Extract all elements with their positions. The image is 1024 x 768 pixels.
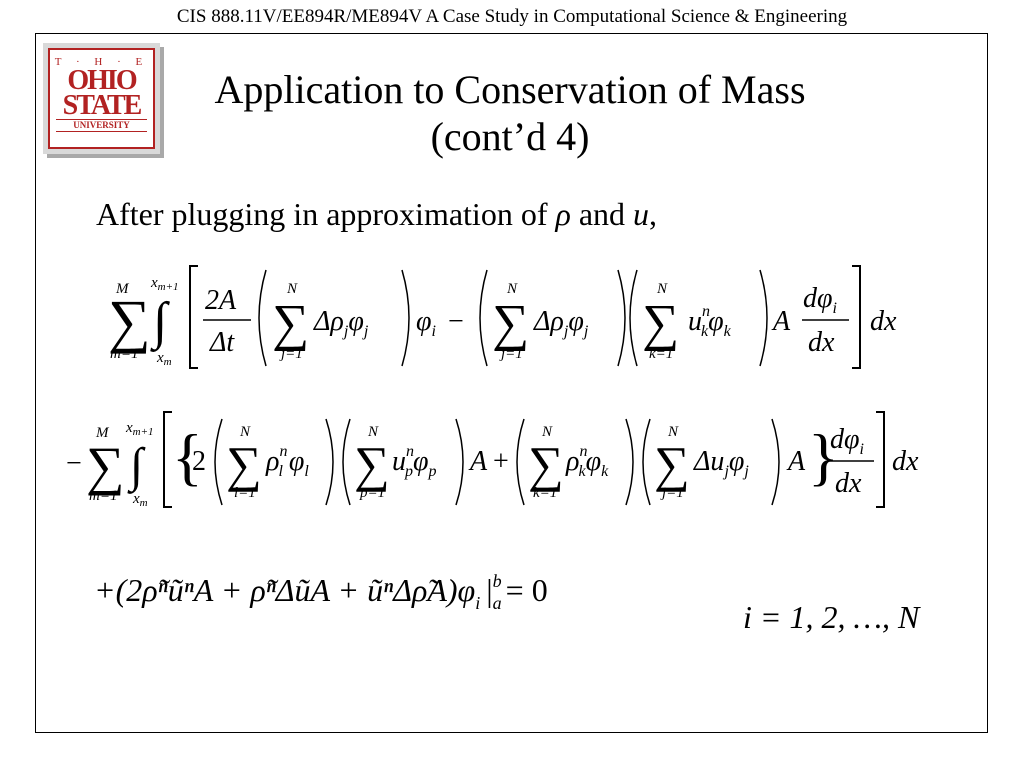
two-A: 2A [205,285,237,316]
sum-lower-m1: m=1 [110,346,138,362]
sum-sign-k: ∑ [528,436,564,492]
paren-close [325,418,334,506]
sum-upper-N: N [367,424,379,440]
intro-u: u [633,196,650,232]
brace-close: } [808,421,839,492]
delta-t: Δt [209,327,235,358]
brace-open: { [172,421,203,492]
paren-close [625,418,634,506]
bracket-left [189,265,198,369]
sum-upper-N: N [667,424,679,440]
integral-sign: ∫ [127,439,146,494]
int-upper: xm+1 [150,275,179,293]
logo-the-text: T · H · E [54,56,149,68]
paren-close [759,269,768,367]
bracket-right [876,411,885,508]
slide-title-line1: Application to Conservation of Mass [214,67,806,112]
int-upper: xm+1 [125,420,154,438]
paren-close [455,418,464,506]
osu-logo-emblem: T · H · E OHIO STATE UNIVERSITY [48,48,155,149]
paren-close [617,269,626,367]
sum-lower-p1: p=1 [359,485,385,501]
sum-sign-j: ∑ [654,436,690,492]
slide-title-line2: (cont’d 4) [430,114,590,159]
sum-sign-l: ∑ [226,436,262,492]
minus-sign: − [448,306,464,337]
intro-and: and [570,196,634,232]
sum-sign-p: ∑ [354,436,390,492]
plus-sign: + [493,446,509,477]
sum-upper-N: N [656,281,668,297]
dphi: dφi [830,424,864,458]
integral-sign: ∫ [150,293,170,352]
term-phi-i: φi [416,306,436,340]
paren-close [771,418,780,506]
minus-sign: − [66,448,82,479]
dx-denominator: dx [835,468,862,499]
sum-lower-j1: j=1 [279,346,303,362]
course-header: CIS 888.11V/EE894R/ME894V A Case Study i… [176,6,848,27]
osu-logo: T · H · E OHIO STATE UNIVERSITY [43,43,160,154]
paren-open [642,418,651,506]
term-du-phi-j: Δujφj [693,446,749,480]
paren-open [629,269,638,367]
term-drho-phi-j: Δρjφj [533,306,589,340]
int-lower: xm [132,491,148,509]
intro-text: After plugging in approximation of ρ and… [96,196,657,233]
sum-sign-j: ∑ [272,295,309,352]
logo-university-text: UNIVERSITY [56,119,147,132]
term-A: A [771,306,791,337]
coefficient-2: 2 [192,446,206,477]
paren-open [516,418,525,506]
sum-sign-j: ∑ [492,295,529,352]
dx-denominator: dx [808,327,835,358]
sum-sign-k: ∑ [642,295,679,352]
index-range: i = 1, 2, …, N [743,599,921,635]
paren-close [401,269,410,367]
sum-lower-k1: k=1 [649,346,673,362]
paren-open [214,418,223,506]
sum-upper-N: N [541,424,553,440]
paren-open [479,269,488,367]
sum-sign-m: ∑ [108,288,151,354]
intro-rho: ρ [555,196,571,232]
slide-frame [35,33,988,733]
int-lower: xm [156,350,172,368]
logo-ohio-text: OHIO [67,65,137,96]
bracket-left [163,411,172,508]
dphi: dφi [803,283,837,317]
term-A: A [468,446,488,477]
sum-upper-M: M [95,425,110,441]
sum-lower-l1: l=1 [234,485,256,501]
sum-lower-m1: m=1 [89,488,117,504]
logo-state-text: STATE [62,90,143,121]
sum-upper-N: N [506,281,518,297]
sum-upper-M: M [115,281,130,297]
dx: dx [870,306,897,337]
sum-upper-N: N [239,424,251,440]
dx: dx [892,446,919,477]
intro-text-start: After plugging in approximation of [96,196,556,232]
term-A: A [786,446,806,477]
sum-upper-N: N [286,281,298,297]
sum-lower-j1: j=1 [499,346,523,362]
term-drho-phi-j: Δρjφj [313,306,369,340]
paren-open [342,418,351,506]
bracket-right [852,265,861,369]
sum-sign-m: ∑ [86,436,125,496]
paren-open [258,269,267,367]
sum-lower-j1: j=1 [660,485,684,501]
slide-title: Application to Conservation of Mass (con… [200,66,820,160]
sum-lower-k1: k=1 [533,485,557,501]
equation-1: ∑ M m=1 ∫ xm+1 xm 2A Δt ∑ N j=1 Δρjφj φi… [108,265,897,369]
intro-comma: , [649,196,658,232]
